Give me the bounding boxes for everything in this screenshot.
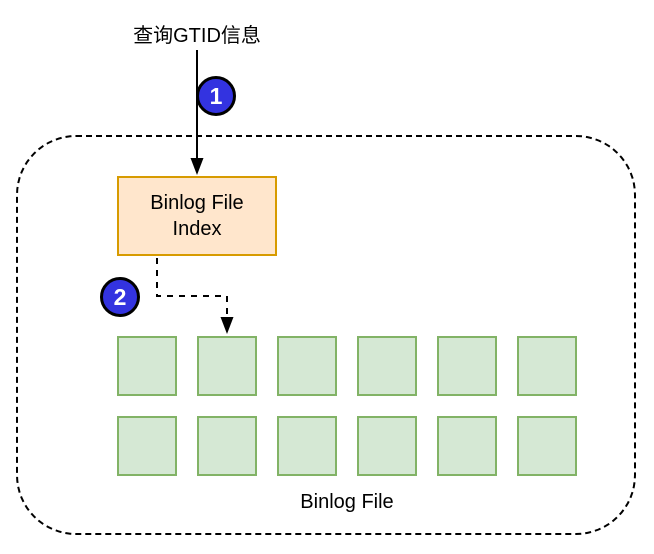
binlog-file-label: Binlog File (300, 491, 394, 513)
binlog-file-square (117, 416, 177, 476)
binlog-file-square (197, 336, 257, 396)
step-1-badge: 1 (196, 76, 236, 116)
step-2-label: 2 (113, 283, 127, 310)
binlog-file-square (517, 336, 577, 396)
step-1-label: 1 (209, 82, 223, 109)
binlog-file-index-box: Binlog File Index (117, 176, 277, 256)
binlog-grid (117, 336, 577, 476)
binlog-file-container (16, 135, 636, 535)
binlog-file-square (277, 416, 337, 476)
binlog-file-square (197, 416, 257, 476)
step-2-badge: 2 (100, 277, 140, 317)
binlog-file-square (277, 336, 337, 396)
binlog-file-square (437, 416, 497, 476)
binlog-file-square (357, 336, 417, 396)
binlog-file-square (117, 336, 177, 396)
binlog-file-square (357, 416, 417, 476)
binlog-file-square (517, 416, 577, 476)
binlog-file-index-label: Binlog File Index (150, 192, 244, 240)
binlog-file-square (437, 336, 497, 396)
diagram-title: 查询GTID信息 (133, 25, 261, 47)
